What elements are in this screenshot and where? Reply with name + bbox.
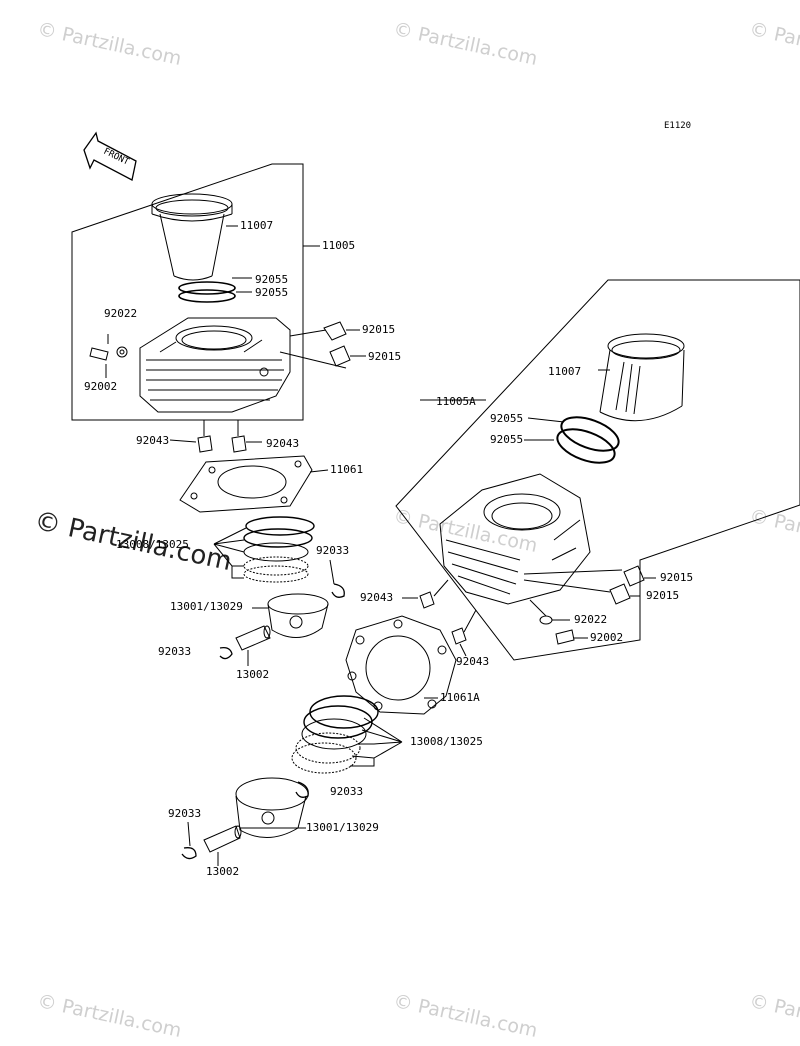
part-label: 92002 [84, 380, 118, 393]
circlip-icon [181, 847, 197, 860]
assembly-outline [395, 279, 800, 661]
o-ring [560, 416, 620, 452]
part-label: 13001/13029 [306, 821, 379, 834]
cap-nut-icon [329, 345, 351, 367]
bolt-icon [89, 334, 128, 378]
circlip-icon [295, 781, 309, 798]
part-label: 92043 [360, 591, 394, 604]
front-arrow-icon: FRONT [83, 131, 137, 181]
piston [252, 593, 329, 638]
part-label: 92015 [362, 323, 396, 336]
part-label: 13001/13029 [170, 600, 243, 613]
part-label: 92015 [646, 589, 680, 602]
diagram-code: E1120 [664, 121, 692, 131]
o-ring [178, 289, 236, 303]
circlip-icon [331, 583, 345, 598]
assembly-outline [71, 163, 304, 421]
bolt-icon [529, 599, 588, 645]
cylinder-liner [151, 193, 233, 281]
dowel-pin-icon [451, 627, 467, 645]
part-label: 13002 [236, 668, 270, 681]
part-label: 11061 [330, 463, 364, 476]
part-label: 92015 [660, 571, 694, 584]
piston-ring-set [213, 516, 315, 583]
part-label: 13002 [206, 865, 240, 878]
piston-pin [235, 625, 271, 666]
piston [235, 777, 309, 839]
part-label: 92015 [368, 350, 402, 363]
dowel-pin-icon [419, 591, 435, 609]
part-label: 92055 [255, 286, 289, 299]
dowel-pin-icon [231, 435, 247, 453]
part-label: 92033 [158, 645, 192, 658]
cap-nut-icon [609, 583, 631, 605]
part-label: 92022 [104, 307, 138, 320]
cap-nut-icon [623, 565, 645, 587]
cylinder-block [139, 317, 291, 413]
part-label: 11007 [548, 365, 582, 378]
dowel-pin-icon [197, 435, 213, 453]
o-ring [556, 428, 616, 464]
part-label: 11061A [440, 691, 480, 704]
part-label: 11005A [436, 395, 476, 408]
part-label: 92055 [490, 433, 524, 446]
part-label: 13008/13025 [410, 735, 483, 748]
cylinder-block [439, 473, 591, 605]
part-label: 92033 [168, 807, 202, 820]
part-label: 92043 [266, 437, 300, 450]
part-label: 92055 [255, 273, 289, 286]
cap-nut-icon [323, 321, 347, 341]
piston-pin [203, 825, 306, 866]
gasket [345, 615, 457, 715]
part-label: 92033 [316, 544, 350, 557]
part-label: 11005 [322, 239, 356, 252]
part-label: 92043 [456, 655, 490, 668]
part-label: 92002 [590, 631, 624, 644]
o-ring [178, 281, 236, 295]
circlip-icon [219, 646, 233, 660]
gasket [179, 455, 329, 513]
part-label: 92043 [136, 434, 170, 447]
part-label: 92055 [490, 412, 524, 425]
cylinder-liner [599, 333, 685, 422]
piston-ring-set [291, 695, 403, 774]
part-label: 13008/13025 [116, 538, 189, 551]
part-label: 92022 [574, 613, 608, 626]
part-label: 92033 [330, 785, 364, 798]
part-label: 11007 [240, 219, 274, 232]
